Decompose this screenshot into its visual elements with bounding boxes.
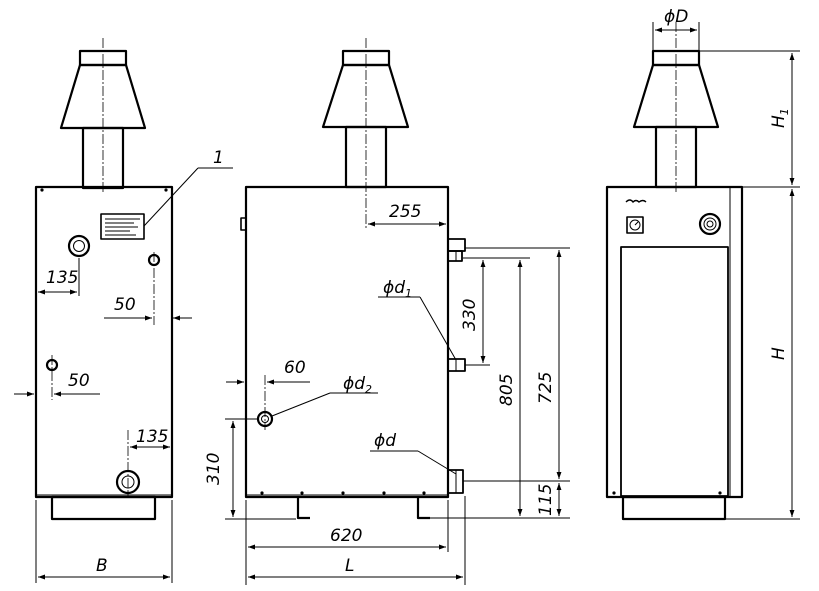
dim-255: 255 [389, 202, 421, 222]
label-d: ϕd [374, 431, 396, 451]
side-chimney-cone [321, 63, 410, 129]
side-pipe-middle [447, 358, 466, 372]
front-chimney-cone [59, 63, 147, 130]
dim-B: B [96, 556, 108, 576]
side-foot-right [416, 497, 430, 520]
label-d1: ϕd1 [383, 278, 412, 300]
dim-L: L [345, 556, 354, 576]
rear-base [621, 495, 727, 521]
dim-50-left: 50 [68, 371, 90, 391]
dim-135-bottom: 135 [136, 427, 168, 447]
rear-door [620, 246, 729, 497]
dim-50-right: 50 [114, 295, 136, 315]
dim-330: 330 [460, 299, 480, 331]
front-body [34, 185, 174, 499]
dim-60: 60 [284, 358, 306, 378]
dim-725: 725 [536, 372, 556, 404]
side-body [244, 185, 450, 499]
dim-310: 310 [204, 453, 224, 485]
front-port-large-top [67, 234, 91, 258]
label-d2: ϕd2 [343, 374, 372, 396]
brand-logo-icon [625, 199, 647, 204]
dim-115: 115 [536, 484, 556, 516]
callout-number: 1 [213, 148, 224, 168]
side-pipe-top [447, 238, 466, 262]
thermometer-icon [626, 216, 644, 234]
dim-620: 620 [330, 526, 362, 546]
side-knob [240, 217, 247, 231]
rear-view: ϕD H1 H [605, 7, 800, 521]
front-base [50, 495, 157, 521]
side-view: 255 60 310 620 L 330 805 725 [204, 38, 570, 585]
rear-chimney-cone [632, 63, 720, 129]
dim-135-top: 135 [46, 268, 78, 288]
dim-H: H [769, 347, 789, 360]
dim-phi-D: ϕD [664, 7, 688, 27]
front-view: 1 135 50 50 135 B [14, 38, 233, 583]
side-foot-left [296, 497, 310, 520]
dim-805: 805 [497, 374, 517, 406]
control-knob [698, 212, 722, 236]
dim-H1: H1 [769, 108, 791, 128]
nameplate [100, 213, 145, 240]
